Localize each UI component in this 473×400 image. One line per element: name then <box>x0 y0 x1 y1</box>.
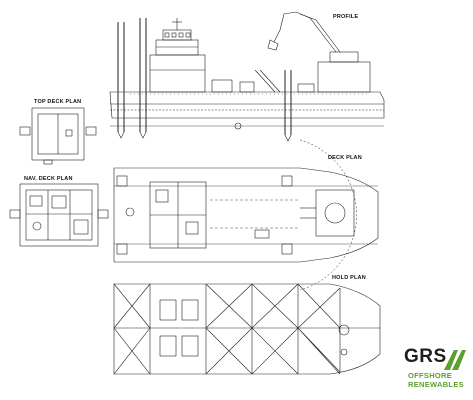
grs-logo: GRS OFFSHORE RENEWABLES <box>398 346 468 396</box>
hold-plan-label: HOLD PLAN <box>332 275 366 281</box>
hold-plan-view <box>113 283 381 375</box>
profile-view <box>109 11 385 142</box>
top-deck-plan-label: TOP DECK PLAN <box>34 99 81 105</box>
logo-sub-line2: RENEWABLES <box>408 380 464 389</box>
deck-plan-label: DECK PLAN <box>328 155 362 161</box>
logo-leaf-icon <box>444 350 466 370</box>
deck-plan-view <box>113 139 379 291</box>
top-deck-plan-view <box>19 107 97 165</box>
logo-sub-line1: OFFSHORE <box>408 371 453 380</box>
logo-main-text: GRS <box>404 346 447 367</box>
nav-deck-plan-label: NAV. DECK PLAN <box>24 176 73 182</box>
nav-deck-plan-view <box>9 183 109 247</box>
profile-label: PROFILE <box>333 14 358 20</box>
